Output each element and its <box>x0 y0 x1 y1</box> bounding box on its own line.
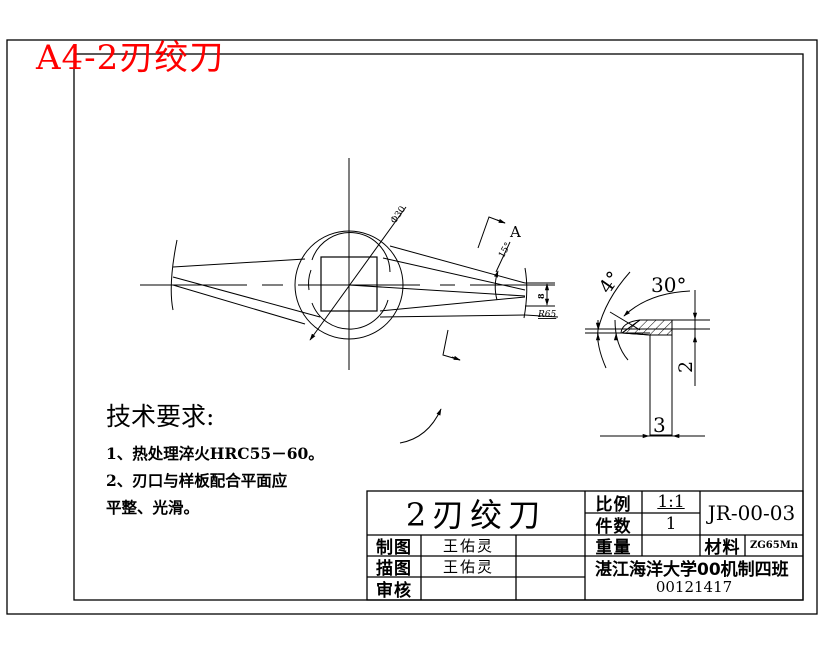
section-marker-label: A <box>509 223 521 241</box>
weight-label: 重量 <box>595 538 632 558</box>
tech-requirement-line: 1、热处理淬火HRC55－60。 <box>106 444 324 463</box>
checked-by-name <box>421 577 516 600</box>
angle-4-label: 4° <box>595 267 625 297</box>
sheet-heading: A4-2刃绞刀 <box>36 38 225 78</box>
checked-by-label: 审核 <box>376 581 412 601</box>
tech-requirement-line: 平整、光滑。 <box>106 498 200 517</box>
width-8-label: 8 <box>536 293 546 299</box>
width-3-label: 3 <box>653 413 666 437</box>
student-id: 00121417 <box>655 578 733 596</box>
angle-30-label: 30° <box>651 273 686 297</box>
tech-requirement-line: 2、刃口与样板配合平面应 <box>106 471 288 490</box>
scale-value: 1:1 <box>657 492 685 512</box>
drawing-number: JR-00-03 <box>707 501 796 525</box>
material-value: ZG65Mn <box>749 540 799 551</box>
checked-by-extra <box>516 577 585 600</box>
material-label: 材料 <box>704 538 741 558</box>
quantity-label: 件数 <box>595 516 632 537</box>
traced-by-label: 描图 <box>376 559 412 579</box>
outer-border <box>6 39 818 615</box>
drawn-by-label: 制图 <box>376 538 412 558</box>
traced-by-name: 王佑灵 <box>442 558 494 576</box>
section-view <box>585 271 710 439</box>
radius-label: R65 <box>537 310 557 320</box>
part-name: 2刃绞刀 <box>405 496 547 534</box>
quantity-value: 1 <box>665 514 677 534</box>
drawn-by-name: 王佑灵 <box>442 537 494 555</box>
weight-value <box>642 535 700 556</box>
drawn-by-extra <box>516 535 585 556</box>
scale-label: 比例 <box>595 494 632 515</box>
angle-15-label: 15° <box>497 241 514 260</box>
traced-by-extra <box>516 556 585 577</box>
school-class: 湛江海洋大学00机制四班 <box>595 559 789 580</box>
height-2-label: 2 <box>675 361 697 373</box>
title-block-grid <box>366 490 804 601</box>
main-view <box>140 158 559 444</box>
tech-requirements-title: 技术要求: <box>106 402 215 431</box>
